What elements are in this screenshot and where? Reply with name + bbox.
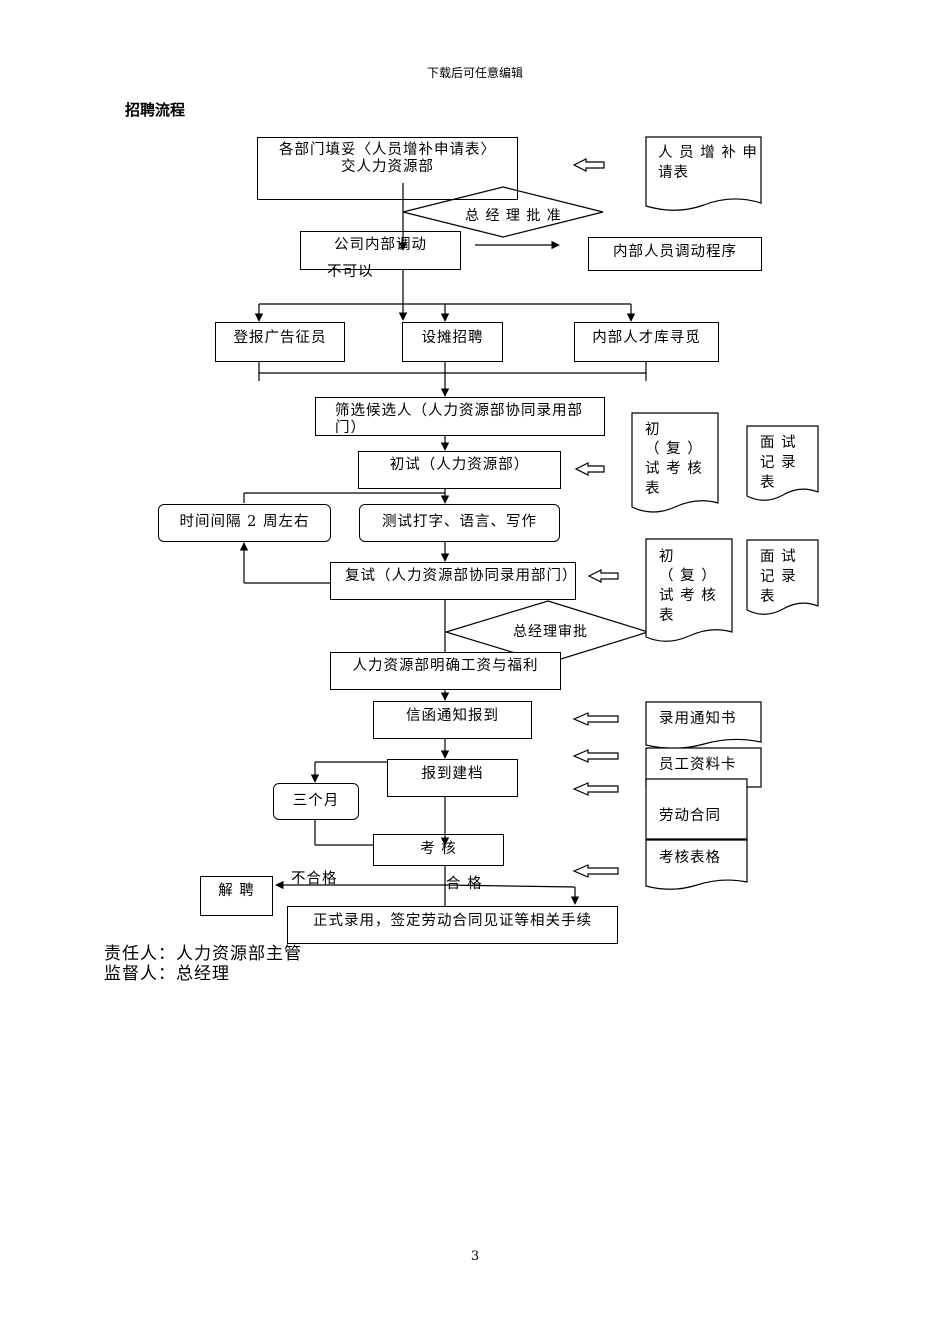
label-first-interview: 初试（人力资源部） xyxy=(389,457,530,473)
doc-employee-card xyxy=(645,747,762,788)
label-talent-pool: 内部人才库寻觅 xyxy=(592,330,701,346)
label-fail: 不合格 xyxy=(291,871,338,887)
doc-interview-form-2-label-1: 初 xyxy=(659,549,675,565)
box-booth-recruit: 设摊招聘 xyxy=(402,322,503,362)
label-three-months: 三个月 xyxy=(292,793,340,809)
doc-interview-record-2-label-2: 记 录 xyxy=(760,569,797,585)
hollow-arrow-1 xyxy=(572,158,605,172)
box-hire: 正式录用，签定劳动合同见证等相关手续 xyxy=(287,906,618,944)
footer-supervisor: 监督人：总经理 xyxy=(104,964,230,984)
page-title: 招聘流程 xyxy=(125,101,186,119)
hollow-arrow-6 xyxy=(572,782,619,796)
box-dismiss: 解 聘 xyxy=(200,876,273,916)
doc-interview-form-1-label-1: 初 xyxy=(645,422,661,438)
box-internal-transfer-proc: 内部人员调动程序 xyxy=(588,237,762,271)
label-booth-recruit: 设摊招聘 xyxy=(421,330,484,346)
box-three-months: 三个月 xyxy=(273,783,359,820)
header-note: 下载后可任意编辑 xyxy=(426,66,523,80)
box-register: 报到建档 xyxy=(387,759,518,797)
label-dept-request-1: 各部门填妥〈人员增补申请表〉 xyxy=(279,142,496,158)
label-gm-review: 总经理审批 xyxy=(513,624,588,640)
doc-interview-record-2 xyxy=(746,539,819,615)
label-interval: 时间间隔 2 周左右 xyxy=(179,514,310,530)
box-salary: 人力资源部明确工资与福利 xyxy=(330,652,561,690)
hollow-arrow-2 xyxy=(574,462,605,476)
label-gm-approve: 总 经 理 批 准 xyxy=(465,208,562,224)
label-second-interview: 复试（人力资源部协同录用部门） xyxy=(345,568,576,584)
label-screen: 筛选候选人（人力资源部协同录用部门） xyxy=(335,403,583,436)
doc-staff-request-label-2: 请表 xyxy=(658,165,689,181)
doc-labor-contract-label: 劳动合同 xyxy=(659,808,721,824)
doc-assessment-form xyxy=(645,839,748,890)
doc-interview-form-2-label-3: 试 考 核 xyxy=(659,588,717,604)
hollow-arrow-4 xyxy=(572,712,619,726)
label-not-allowed: 不可以 xyxy=(327,264,374,280)
box-assess: 考 核 xyxy=(373,834,504,866)
doc-interview-form-2 xyxy=(645,538,733,642)
box-internal-transfer: 公司内部调动 xyxy=(300,231,461,270)
box-tests: 测试打字、语言、写作 xyxy=(359,504,560,542)
doc-interview-form-1-label-3: 试 考 核 xyxy=(645,461,703,477)
box-dept-request: 各部门填妥〈人员增补申请表〉 交人力资源部 xyxy=(257,137,518,200)
label-pass: 合 格 xyxy=(446,876,483,892)
doc-interview-record-1-label-2: 记 录 xyxy=(760,455,797,471)
box-interval: 时间间隔 2 周左右 xyxy=(158,504,331,542)
doc-interview-record-2-label-1: 面 试 xyxy=(760,549,797,565)
label-ad-recruit: 登报广告征员 xyxy=(233,330,327,346)
hollow-arrow-3 xyxy=(587,569,619,583)
box-notify: 信函通知报到 xyxy=(373,701,532,739)
doc-interview-form-2-label-4: 表 xyxy=(659,608,675,624)
doc-interview-form-1-label-4: 表 xyxy=(645,481,661,497)
doc-interview-record-1 xyxy=(746,425,819,501)
box-screen: 筛选候选人（人力资源部协同录用部门） xyxy=(315,397,605,436)
doc-labor-contract xyxy=(645,778,748,840)
page-number: 3 xyxy=(470,1249,480,1264)
doc-hire-notice xyxy=(645,701,762,749)
doc-hire-notice-label: 录用通知书 xyxy=(659,711,737,727)
hollow-arrow-5 xyxy=(572,749,619,763)
footer-responsible: 责任人：人力资源部主管 xyxy=(104,944,302,964)
label-hire: 正式录用，签定劳动合同见证等相关手续 xyxy=(313,913,592,929)
doc-staff-request-form xyxy=(645,136,762,211)
doc-interview-record-1-label-3: 表 xyxy=(760,475,776,491)
doc-employee-card-label: 员工资料卡 xyxy=(659,757,737,773)
label-notify: 信函通知报到 xyxy=(406,708,499,724)
doc-staff-request-label-1: 人 员 增 补 申 xyxy=(658,145,758,161)
doc-interview-record-2-label-3: 表 xyxy=(760,589,776,605)
box-talent-pool: 内部人才库寻觅 xyxy=(574,322,719,362)
box-ad-recruit: 登报广告征员 xyxy=(215,322,345,362)
label-register: 报到建档 xyxy=(421,766,484,782)
doc-assessment-form-label: 考核表格 xyxy=(659,850,721,866)
box-first-interview: 初试（人力资源部） xyxy=(358,451,561,489)
box-second-interview: 复试（人力资源部协同录用部门） xyxy=(330,562,576,600)
label-internal-transfer: 公司内部调动 xyxy=(334,237,427,253)
label-tests: 测试打字、语言、写作 xyxy=(382,514,537,530)
label-dept-request-2: 交人力资源部 xyxy=(341,159,434,175)
label-assess: 考 核 xyxy=(420,841,457,857)
hollow-arrow-7 xyxy=(572,864,619,878)
label-salary: 人力资源部明确工资与福利 xyxy=(352,658,539,674)
doc-interview-record-1-label-1: 面 试 xyxy=(760,435,797,451)
doc-interview-form-2-label-2: （ 复 ） xyxy=(659,568,717,584)
label-internal-transfer-proc: 内部人员调动程序 xyxy=(613,244,737,260)
doc-interview-form-1 xyxy=(631,412,719,513)
doc-interview-form-1-label-2: （ 复 ） xyxy=(645,441,703,457)
label-dismiss: 解 聘 xyxy=(218,883,255,899)
